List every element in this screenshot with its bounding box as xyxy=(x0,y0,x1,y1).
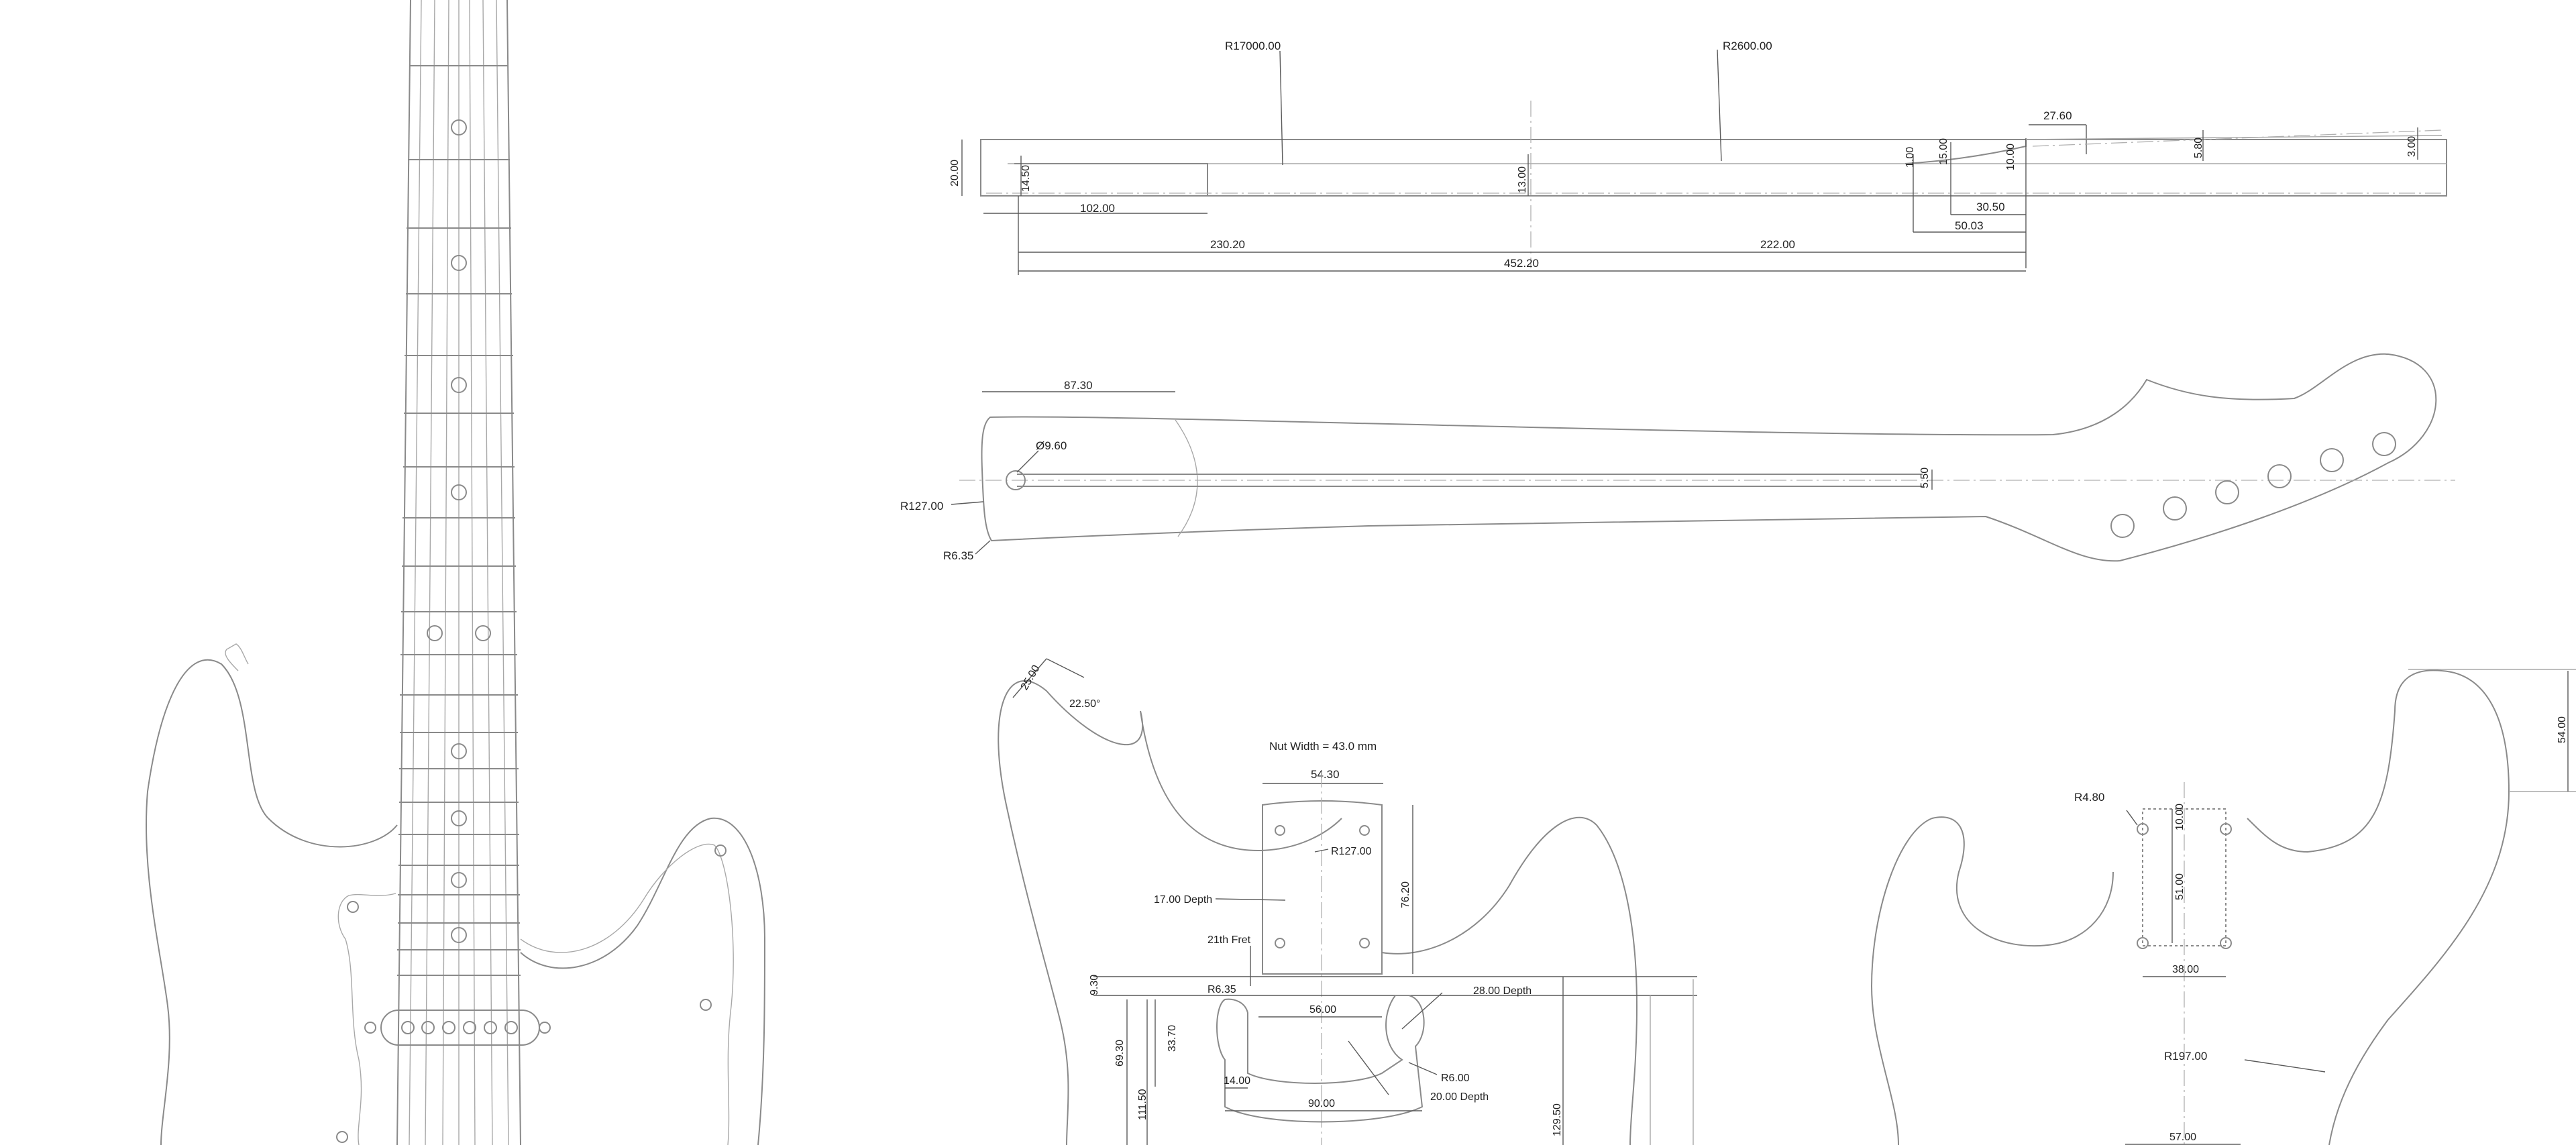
fret-21-label: 21th Fret xyxy=(1208,934,1251,946)
tuner-holes xyxy=(2110,432,2396,538)
head-dim-b: 3.00 xyxy=(2406,136,2418,157)
body-radius-dim: R197.00 xyxy=(2164,1050,2207,1062)
frets xyxy=(397,65,521,976)
corner-radius-dim: R6.35 xyxy=(943,549,973,562)
radius-17000-label: R17000.00 xyxy=(1225,40,1281,52)
cavity-depth-20: 20.00 Depth xyxy=(1430,1091,1489,1103)
body-outline xyxy=(146,659,766,1145)
segment-dim-2: 50.03 xyxy=(1955,219,1984,232)
length-dim-2: 222.00 xyxy=(1760,238,1795,251)
dim-57: 57.00 xyxy=(2169,1132,2196,1143)
heel-inner-dim: 14.50 xyxy=(1020,165,1032,192)
heel-length-dim: 87.30 xyxy=(1064,379,1093,392)
neck-top-view: 87.30 Ø9.60 5.50 R127.00 R6.35 xyxy=(900,353,2455,562)
cavity-width-dim: 56.00 xyxy=(1309,1004,1336,1016)
heel-height-dim: 20.00 xyxy=(949,160,961,186)
small-dim-1: 1.00 xyxy=(1904,147,1916,168)
mount-radius-dim: R4.80 xyxy=(2074,791,2104,804)
heel-radius-dim: R127.00 xyxy=(900,500,943,512)
dim-51: 51.00 xyxy=(2174,873,2186,900)
pocket-depth-label: 17.00 Depth xyxy=(1154,894,1212,906)
neck-pocket xyxy=(1262,800,1383,975)
length-dim-1: 230.20 xyxy=(1210,238,1245,251)
total-length-dim: 452.20 xyxy=(1504,257,1539,270)
body-back-view: 54.00 R4.80 10.00 51.00 38.00 R197.00 57… xyxy=(1870,669,2576,1145)
body-back-outline xyxy=(1870,669,2510,1145)
body-front-outline xyxy=(998,680,1638,1145)
fretboard xyxy=(396,0,521,1145)
dim-14: 14.00 xyxy=(1224,1075,1250,1087)
guitar-front-view xyxy=(146,0,766,1145)
dim-11150: 111.50 xyxy=(1137,1089,1148,1120)
segment-dim-1: 30.50 xyxy=(1976,201,2005,213)
horn-dim-b: 22.50° xyxy=(1069,698,1100,710)
fret-markers xyxy=(427,119,491,943)
neck-mount-holes xyxy=(2137,808,2232,949)
pickguard xyxy=(337,843,734,1145)
dim-6930: 69.30 xyxy=(1114,1040,1126,1067)
dim-3370: 33.70 xyxy=(1167,1025,1178,1052)
small-dim-2: 15.00 xyxy=(1938,138,1949,165)
pocket-width-dim: 54.30 xyxy=(1311,768,1340,781)
center-thickness-dim: 13.00 xyxy=(1517,166,1528,193)
pocket-height-dim: 76.20 xyxy=(1400,881,1411,908)
dim-12950: 129.50 xyxy=(1552,1103,1563,1136)
head-dim-a: 5.80 xyxy=(2193,138,2204,158)
head-length-dim: 27.60 xyxy=(2043,109,2072,122)
body-front-view: 25.00 22.50° Nut Width = 43.0 mm 54.30 R… xyxy=(998,658,1697,1145)
dim-10: 10.00 xyxy=(2174,804,2186,830)
neck-outline xyxy=(981,353,2437,562)
strap-button-top xyxy=(225,643,249,671)
truss-width-dim: 5.50 xyxy=(1919,468,1931,488)
small-dim-3: 10.00 xyxy=(2005,144,2017,170)
heel-length-dim: 102.00 xyxy=(1080,202,1115,215)
cavity-depth-28: 28.00 Depth xyxy=(1473,985,1532,997)
dim-90: 90.00 xyxy=(1308,1098,1335,1109)
nut-width-note: Nut Width = 43.0 mm xyxy=(1269,740,1377,753)
hole-diameter-dim: Ø9.60 xyxy=(1036,439,1067,452)
cavity-radius-dim: R6.35 xyxy=(1208,984,1236,995)
dim-38: 38.00 xyxy=(2172,964,2199,975)
pickup-cavity xyxy=(1216,995,1425,1123)
pocket-radius-dim: R127.00 xyxy=(1331,846,1372,857)
truss-rod-hole xyxy=(1006,470,1026,490)
dim-930: 9.30 xyxy=(1089,975,1100,995)
radius-2600-label: R2600.00 xyxy=(1723,40,1772,52)
horn-dim-a: 25.00 xyxy=(1019,663,1042,692)
neck-pickup xyxy=(364,1010,551,1046)
dim-54: 54.00 xyxy=(2557,716,2568,743)
radius-6-dim: R6.00 xyxy=(1441,1073,1470,1084)
neck-side-view: R17000.00 R2600.00 20.00 14.50 102.00 13… xyxy=(949,40,2447,275)
